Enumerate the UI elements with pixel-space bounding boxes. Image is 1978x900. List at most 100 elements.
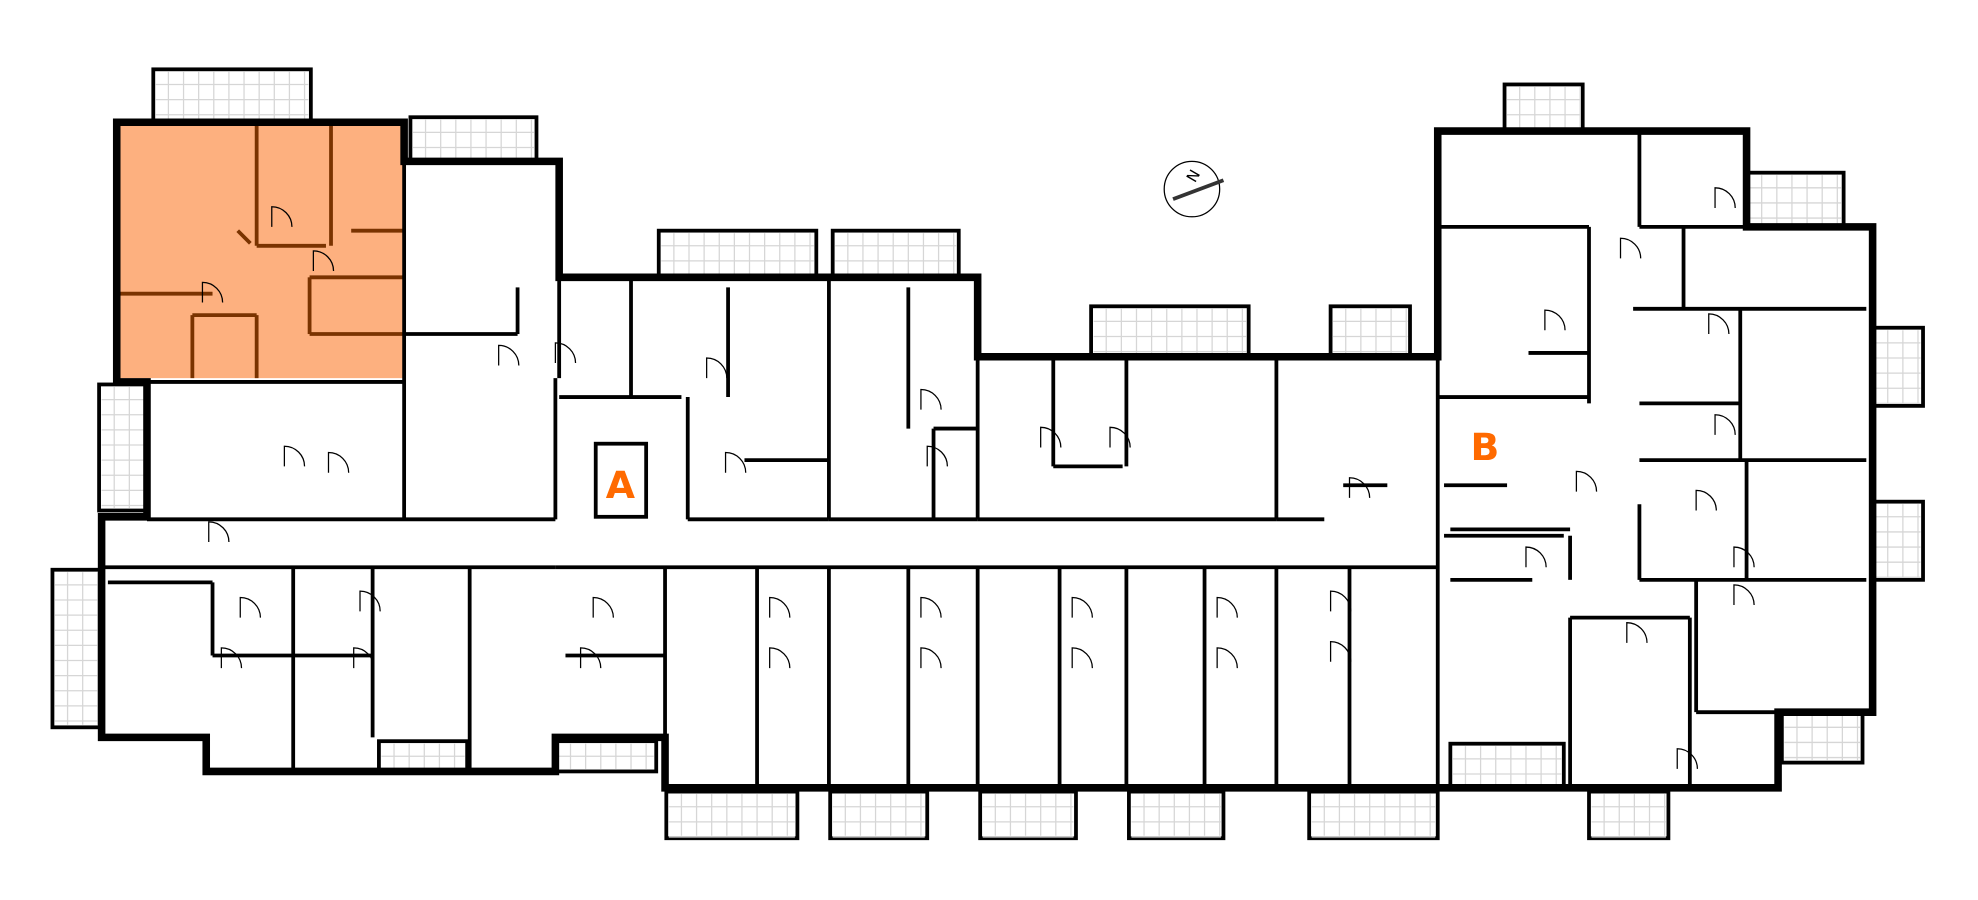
balcony [1448, 741, 1566, 790]
door-swing-icon [1676, 748, 1699, 769]
door-swing-icon [220, 647, 243, 669]
balcony [553, 739, 659, 774]
door [353, 647, 375, 669]
balcony [1328, 304, 1412, 359]
door [1348, 477, 1371, 498]
balcony [1870, 499, 1925, 582]
balcony [1307, 789, 1440, 841]
door [1216, 596, 1238, 618]
door [920, 388, 942, 410]
door-swing-icon [1216, 647, 1238, 669]
door-swing-icon [1348, 477, 1371, 498]
balcony-outline [1870, 499, 1925, 582]
door-swing-icon [1525, 546, 1547, 568]
balcony-outline [1328, 304, 1412, 359]
compass: N [1163, 160, 1225, 218]
door-swing-icon [920, 596, 942, 618]
door [1071, 647, 1093, 669]
door-swing-icon [1216, 596, 1238, 618]
balconies [50, 67, 1925, 841]
door [592, 596, 614, 618]
door-swing-icon [359, 590, 381, 612]
door [1109, 426, 1131, 448]
balcony-outline [656, 228, 819, 280]
door-swing-icon [724, 451, 747, 473]
balcony-outline [978, 789, 1078, 841]
door-swing-icon [920, 647, 942, 669]
door-swing-icon [1329, 590, 1352, 612]
door-swing-icon [1071, 596, 1093, 618]
door [220, 647, 243, 669]
door-swing-icon [239, 596, 262, 618]
compass-north-label: N [1183, 167, 1204, 186]
door [208, 521, 230, 543]
balcony-outline [1587, 789, 1671, 841]
door-swing-icon [201, 281, 224, 303]
door [1626, 622, 1648, 643]
door [1676, 748, 1699, 769]
balcony-outline [828, 789, 930, 841]
door-swing-icon [1109, 426, 1131, 448]
door-swing-icon [1575, 470, 1598, 492]
door [1695, 489, 1717, 511]
door [359, 590, 381, 612]
door-swing-icon [353, 647, 375, 669]
door-swing-icon [1714, 187, 1736, 209]
door [239, 596, 262, 618]
balcony-outline [830, 228, 961, 280]
door-swing-icon [1626, 622, 1648, 643]
door-swing-icon [592, 596, 614, 618]
door [579, 647, 602, 669]
door-swing-icon [327, 451, 350, 473]
balcony [97, 382, 149, 513]
door-swing-icon [769, 647, 791, 669]
door [920, 647, 942, 669]
door-swing-icon [498, 344, 520, 366]
doors [201, 187, 1755, 769]
stairwell-a-label: A [606, 463, 636, 507]
door [1544, 309, 1566, 331]
stairwell-a[interactable] [593, 441, 649, 519]
balcony [151, 67, 313, 125]
door [271, 206, 293, 227]
balcony [1744, 170, 1846, 229]
door [1525, 546, 1547, 568]
door-swing-icon [926, 445, 949, 467]
balcony [828, 789, 930, 841]
balcony-outline [97, 382, 149, 513]
balcony [1127, 789, 1226, 841]
door-swing-icon [1040, 426, 1062, 448]
door-swing-icon [1708, 313, 1730, 335]
outer-wall [97, 118, 1877, 792]
balcony-outline [1448, 741, 1566, 790]
balcony [1870, 325, 1925, 408]
balcony-outline [1307, 789, 1440, 841]
door [1040, 426, 1062, 448]
balcony [50, 567, 104, 730]
balcony-outline [664, 789, 800, 841]
door-swing-icon [1071, 647, 1093, 669]
balcony-outline [1870, 325, 1925, 408]
balcony [656, 228, 819, 280]
door-swing-icon [1733, 584, 1755, 606]
door [498, 344, 520, 366]
door [920, 596, 942, 618]
door [283, 445, 306, 467]
door [554, 342, 577, 364]
door-swing-icon [283, 445, 306, 467]
door-swing-icon [1329, 640, 1352, 662]
highlighted-apartment-walls [116, 122, 405, 379]
door [1071, 596, 1093, 618]
door-swing-icon [706, 357, 728, 379]
balcony-outline [408, 115, 539, 164]
balcony [1587, 789, 1671, 841]
door-swing-icon [1544, 309, 1566, 331]
door-swing-icon [769, 596, 791, 618]
door-swing-icon [1733, 546, 1755, 568]
door [926, 445, 949, 467]
highlighted-apartment[interactable] [116, 122, 405, 379]
door [1329, 590, 1352, 612]
door [1619, 237, 1642, 259]
door [1714, 187, 1736, 209]
